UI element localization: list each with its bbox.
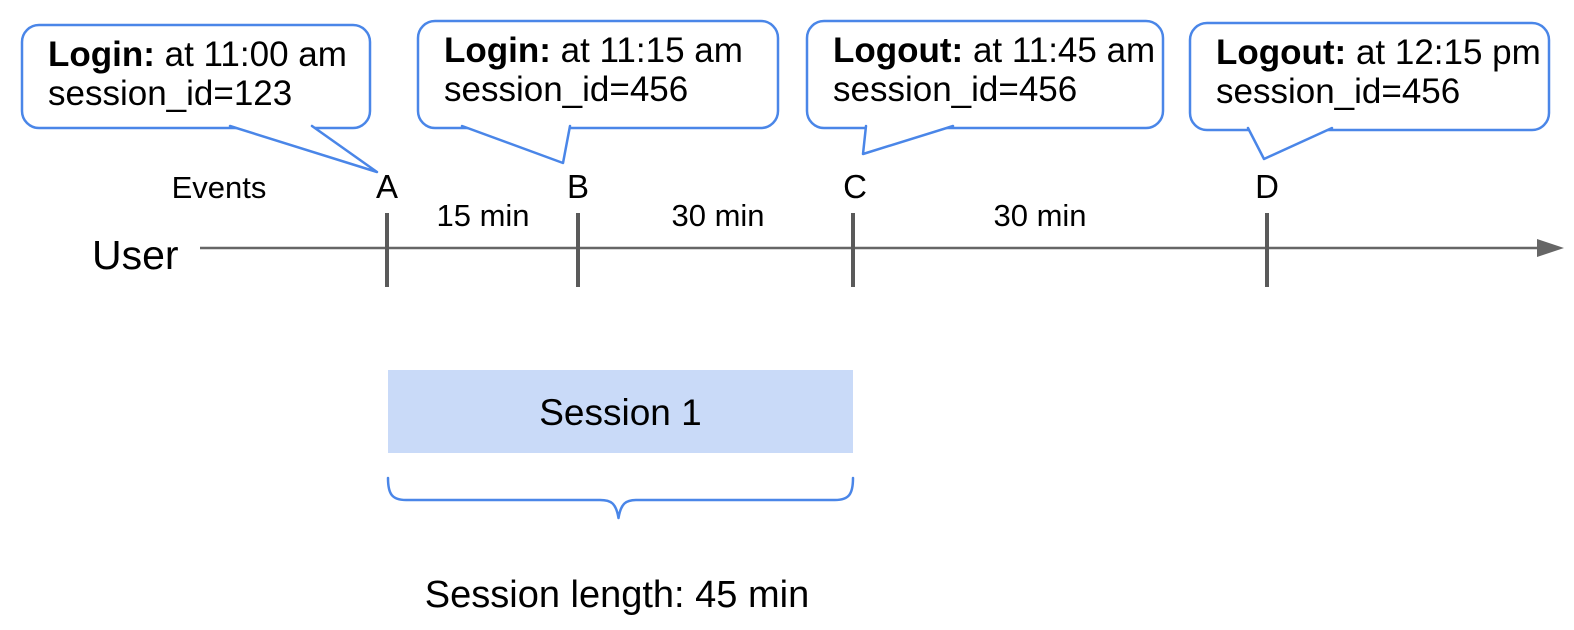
callout-bubble-2 xyxy=(416,19,780,130)
event-marker-b: B xyxy=(566,168,589,205)
callout-1-event: Login: xyxy=(48,35,155,74)
callout-1-time: at 11:00 am xyxy=(164,35,347,74)
callout-2-time: at 11:15 am xyxy=(560,31,743,70)
callout-2-event: Login: xyxy=(444,31,551,70)
session-brace-icon xyxy=(386,476,855,520)
callout-4-time: at 12:15 pm xyxy=(1355,33,1541,72)
callout-text-4: Logout: at 12:15 pm session_id=456 xyxy=(1216,33,1541,111)
callout-tail-2 xyxy=(460,124,572,165)
callout-3-session-id: session_id=456 xyxy=(833,70,1078,109)
callout-3-event: Logout: xyxy=(833,31,964,70)
interval-label-a-b: 15 min xyxy=(436,198,530,233)
callout-text-1: Login: at 11:00 am session_id=123 xyxy=(48,35,347,113)
session-length-caption: Session length: 45 min xyxy=(424,574,810,616)
timeline-arrowhead-icon xyxy=(1537,239,1564,257)
events-label: Events xyxy=(171,170,267,205)
callout-4-event: Logout: xyxy=(1216,33,1347,72)
callout-tail-3 xyxy=(861,124,955,156)
callout-4-session-id: session_id=456 xyxy=(1216,72,1461,111)
callout-1-session-id: session_id=123 xyxy=(48,74,293,113)
callout-1-line-1: Login: at 11:00 am xyxy=(48,35,347,74)
user-axis-label: User xyxy=(92,232,179,278)
callout-text-2: Login: at 11:15 am session_id=456 xyxy=(444,31,743,109)
callout-2-session-id: session_id=456 xyxy=(444,70,689,109)
event-marker-a: A xyxy=(375,168,398,205)
callout-bubble-3 xyxy=(805,19,1165,130)
event-marker-d: D xyxy=(1255,168,1279,205)
callout-3-time: at 11:45 am xyxy=(972,31,1156,70)
interval-label-c-d: 30 min xyxy=(993,198,1087,233)
callout-bubble-1 xyxy=(20,23,372,130)
callout-text-3: Logout: at 11:45 am session_id=456 xyxy=(833,31,1155,109)
callout-tail-1 xyxy=(228,124,379,174)
callout-2-line-1: Login: at 11:15 am xyxy=(444,31,743,70)
callout-bubble-4 xyxy=(1188,21,1551,132)
callout-4-line-1: Logout: at 12:15 pm xyxy=(1216,33,1541,72)
session-box-label: Session 1 xyxy=(539,392,702,433)
session-span-box xyxy=(388,370,853,453)
callout-tail-4 xyxy=(1246,126,1334,161)
event-marker-c: C xyxy=(843,168,867,205)
callout-3-line-1: Logout: at 11:45 am xyxy=(833,31,1155,70)
interval-label-b-c: 30 min xyxy=(671,198,765,233)
